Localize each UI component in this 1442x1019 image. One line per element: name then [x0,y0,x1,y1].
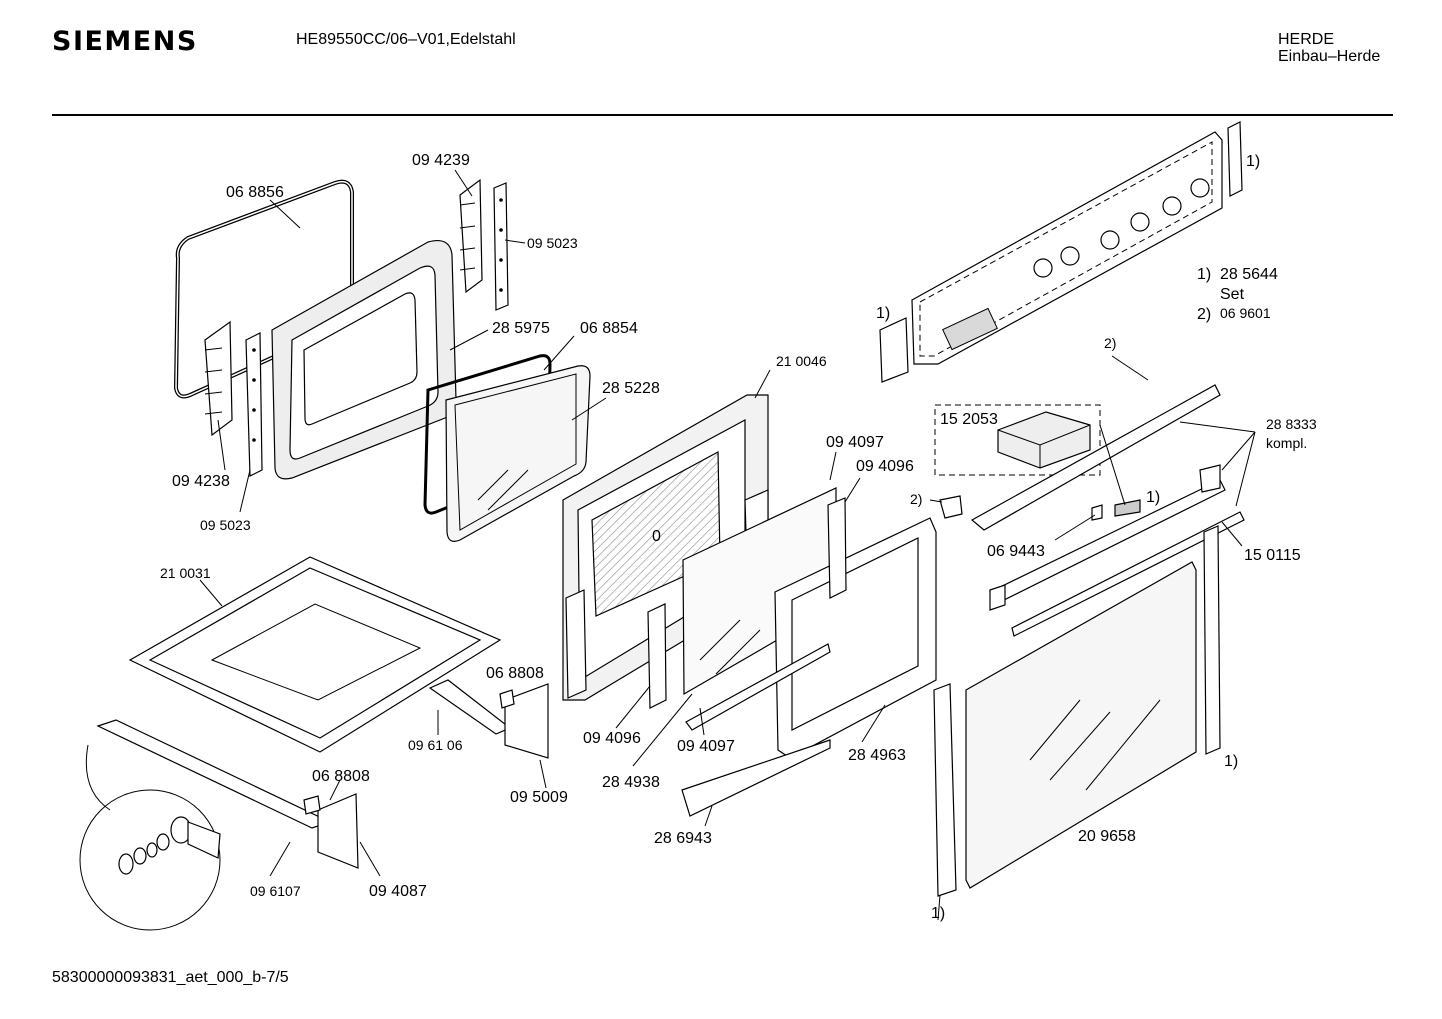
outer-door-glass [933,525,1221,897]
category-label: HERDE Einbau–Herde [1278,31,1380,65]
marker-1-left-panel: 1) [876,305,890,322]
label-068808-top: 06 8808 [486,665,544,682]
label-152053: 15 2053 [940,411,998,428]
label-094097-bottom: 09 4097 [677,738,735,755]
mounting-rails [939,384,1245,637]
label-094087: 09 4087 [369,883,427,900]
marker-2-clip: 2) [910,491,922,507]
marker-1-bottom: 1) [931,905,945,922]
legend-marker-1: 1) [1197,266,1211,283]
header-divider [52,114,1393,116]
hinge-bracket-top [459,178,509,311]
label-210031: 21 0031 [160,565,211,581]
label-068808-bottom: 06 8808 [312,768,370,785]
marker-1-right: 1) [1224,753,1238,770]
legend-number-1: 28 5644 [1220,266,1278,283]
oven-door-inner-panel [562,394,769,701]
label-286943: 28 6943 [654,830,712,847]
inner-glass-frame [647,487,937,759]
label-210046: 21 0046 [776,353,827,369]
model-title: HE89550CC/06–V01,Edelstahl [296,31,516,48]
label-095009: 09 5009 [510,789,568,806]
control-panel-fascia [879,121,1243,383]
label-068856: 06 8856 [226,184,284,201]
hinge-bracket-left [204,320,263,477]
module-box [934,404,1101,476]
brand-logo: SIEMENS [52,26,198,57]
marker-1-top-right: 1) [1246,153,1260,170]
legend-note-1: Set [1220,286,1245,303]
category-line-2: Einbau–Herde [1278,48,1381,65]
label-094097-top: 09 4097 [826,434,884,451]
label-068854: 06 8854 [580,320,638,337]
label-285975: 28 5975 [492,320,550,337]
category-line-1: HERDE [1278,31,1335,48]
label-288333: 28 8333 [1266,416,1317,432]
label-285228: 28 5228 [602,380,660,397]
door-glass-pane [423,354,591,542]
label-284963: 28 4963 [848,747,906,764]
label-069443: 06 9443 [987,543,1045,560]
marker-1-bracket: 1) [1146,489,1160,506]
label-095023-top: 09 5023 [527,235,578,251]
oven-shelf [128,556,502,753]
label-096107: 09 6107 [250,883,301,899]
marker-2-rail: 2) [1104,335,1116,351]
label-284938: 28 4938 [602,774,660,791]
label-094096-bottom: 09 4096 [583,730,641,747]
legend-marker-2: 2) [1197,306,1211,323]
leader-lines [199,169,1256,921]
detail-magnifier [79,744,221,931]
legend-number-2: 06 9601 [1220,305,1271,321]
label-094238: 09 4238 [172,473,230,490]
oven-door-window-mark: 0 [652,528,661,545]
label-094096-top: 09 4096 [856,458,914,475]
label-209658: 20 9658 [1078,828,1136,845]
label-288333-note: kompl. [1266,435,1307,451]
label-094239: 09 4239 [412,152,470,169]
inner-door-frame [271,239,457,480]
label-096106: 09 61 06 [408,737,463,753]
document-code: 58300000093831_aet_000_b-7/5 [52,969,289,986]
label-150115: 15 0115 [1244,547,1301,564]
shelf-side-rails [96,643,831,869]
label-095023-bottom: 09 5023 [200,517,251,533]
